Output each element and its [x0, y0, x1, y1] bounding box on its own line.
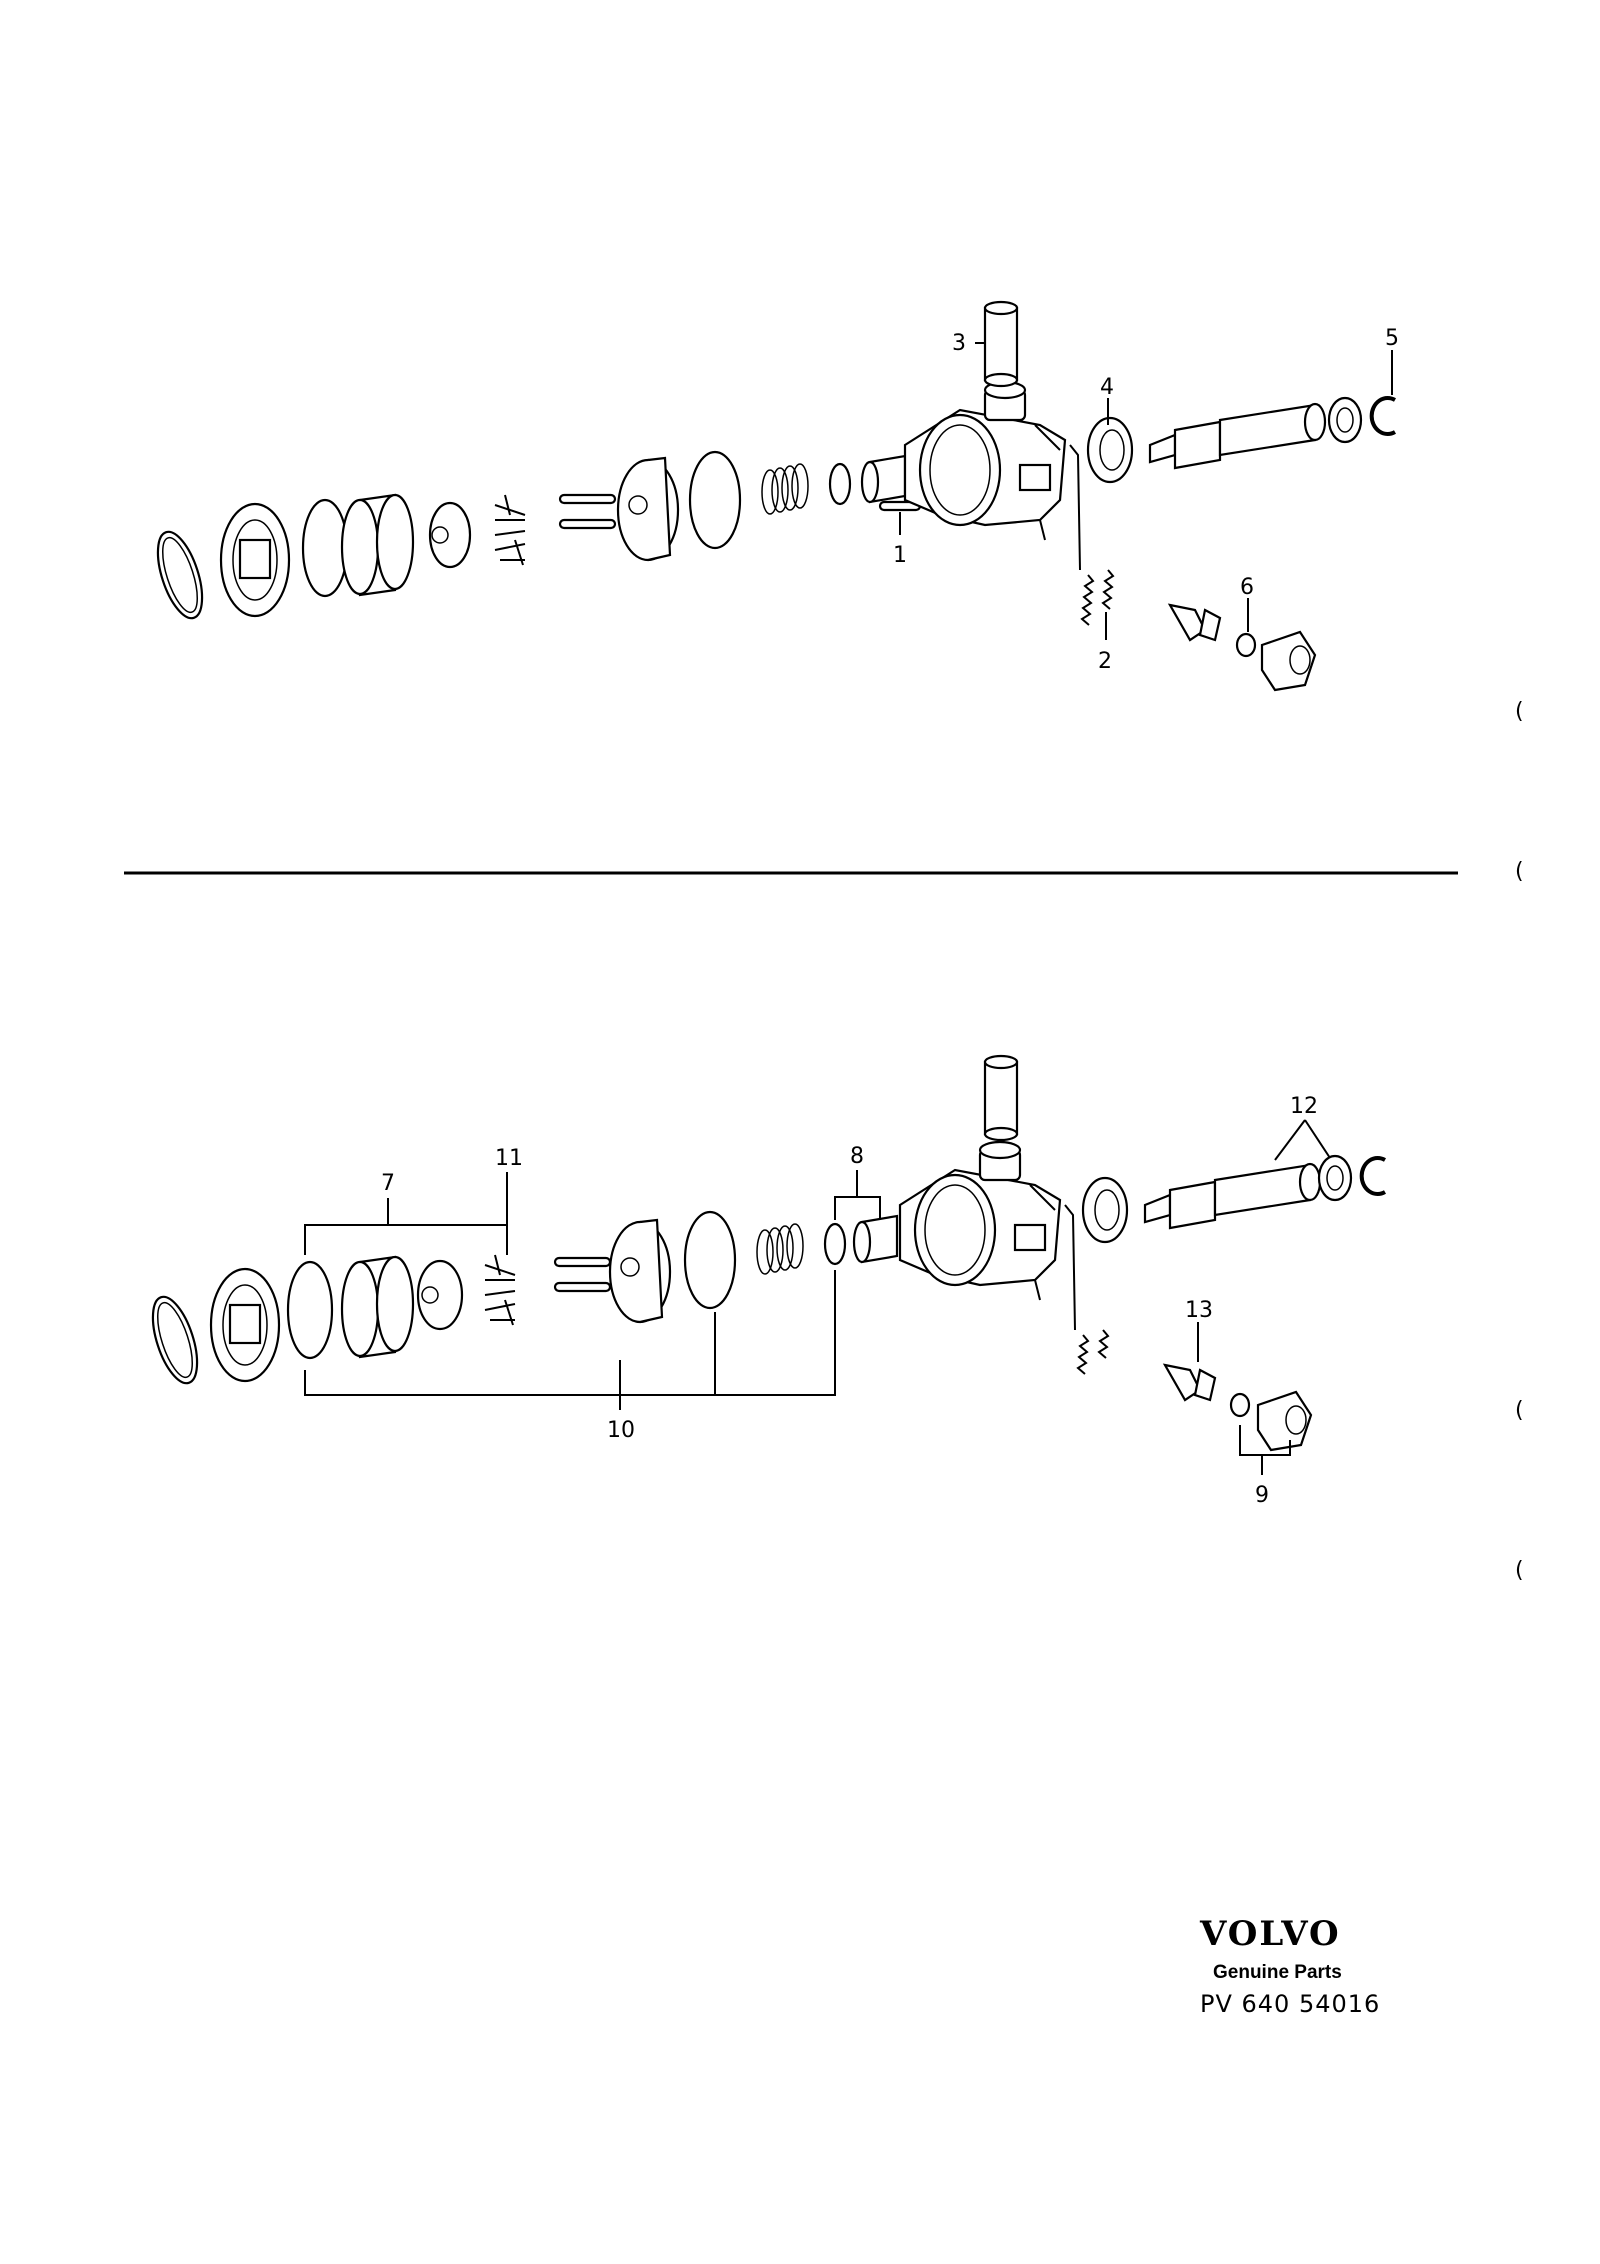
margin-mark-1: ( [1515, 699, 1524, 724]
end-cover-part-b [209, 1267, 281, 1383]
drive-shaft-part [1148, 402, 1327, 470]
pump-housing-part [903, 380, 1067, 541]
vanes-part [494, 494, 526, 566]
rotor-part [428, 501, 472, 569]
margin-mark-4: ( [1515, 1558, 1524, 1583]
bracket-10 [304, 1270, 836, 1396]
small-o-ring-part [828, 462, 852, 506]
relief-valve-part-b [1064, 1204, 1313, 1452]
spring-part-b [756, 1223, 804, 1275]
part-number: PV 640 54016 [1200, 1990, 1380, 2018]
callout-2: 2 [1098, 649, 1112, 674]
bracket-7 [304, 1224, 508, 1255]
o-ring-part [301, 498, 349, 598]
circlip-part-b [1359, 1156, 1386, 1196]
pressure-plate-part [616, 456, 680, 562]
callout-11: 11 [495, 1146, 523, 1171]
callout-10: 10 [607, 1418, 635, 1443]
callout-4: 4 [1100, 375, 1114, 400]
callout-7: 7 [381, 1171, 395, 1196]
bottom-exploded-view: 7 11 8 10 12 13 9 [151, 1054, 1386, 1508]
callout-9: 9 [1255, 1483, 1269, 1508]
shaft-seal-part [1086, 416, 1134, 484]
top-exploded-view: 3 1 4 5 6 2 [156, 300, 1399, 692]
footer-block: VOLVO Genuine Parts PV 640 54016 [1199, 1914, 1380, 2018]
rotor-part-b [416, 1259, 464, 1331]
cam-ring-part [340, 493, 415, 597]
circlip-part [1369, 396, 1396, 436]
vanes-part-b [484, 1254, 516, 1326]
shaft-seal-part-b [1081, 1176, 1129, 1244]
margin-marks: ( ( ( ( [1515, 699, 1524, 1583]
spring-part [761, 463, 809, 515]
brand-logo: VOLVO [1199, 1914, 1341, 1954]
brand-subtitle: Genuine Parts [1213, 1962, 1342, 1983]
large-o-ring-part [688, 450, 742, 550]
leader-line-10-a [619, 1312, 716, 1395]
pins-part [558, 493, 617, 530]
margin-mark-3: ( [1515, 1398, 1524, 1423]
pump-housing-part-b [898, 1140, 1062, 1301]
snap-ring-part-b [151, 1295, 199, 1385]
cam-ring-part-b [340, 1255, 415, 1359]
callout-5: 5 [1385, 326, 1399, 351]
pins-part-b [553, 1256, 612, 1293]
drive-shaft-part-b [1143, 1162, 1322, 1230]
bracket-8 [834, 1196, 881, 1220]
bearing-part-b [1317, 1154, 1353, 1202]
small-o-ring-part-b [823, 1222, 847, 1266]
callout-1: 1 [893, 543, 907, 568]
callout-8: 8 [850, 1144, 864, 1169]
pressure-plate-part-b [608, 1218, 672, 1324]
inlet-tube-part-b [983, 1054, 1019, 1142]
callout-6: 6 [1240, 575, 1254, 600]
snap-ring-part [156, 530, 204, 620]
large-o-ring-part-b [683, 1210, 737, 1310]
leader-line-12 [1274, 1119, 1331, 1161]
o-ring-part-b [286, 1260, 334, 1360]
callout-13: 13 [1185, 1298, 1213, 1323]
end-cover-part [219, 502, 291, 618]
margin-mark-2: ( [1515, 859, 1524, 884]
bearing-part [1327, 396, 1363, 444]
flow-valve-part-b [852, 1214, 899, 1264]
inlet-tube-part [983, 300, 1019, 388]
bracket-9 [1239, 1425, 1291, 1456]
flow-valve-part [860, 454, 907, 504]
callout-3: 3 [952, 331, 966, 356]
callout-12: 12 [1290, 1094, 1318, 1119]
relief-valve-part [1069, 444, 1317, 692]
